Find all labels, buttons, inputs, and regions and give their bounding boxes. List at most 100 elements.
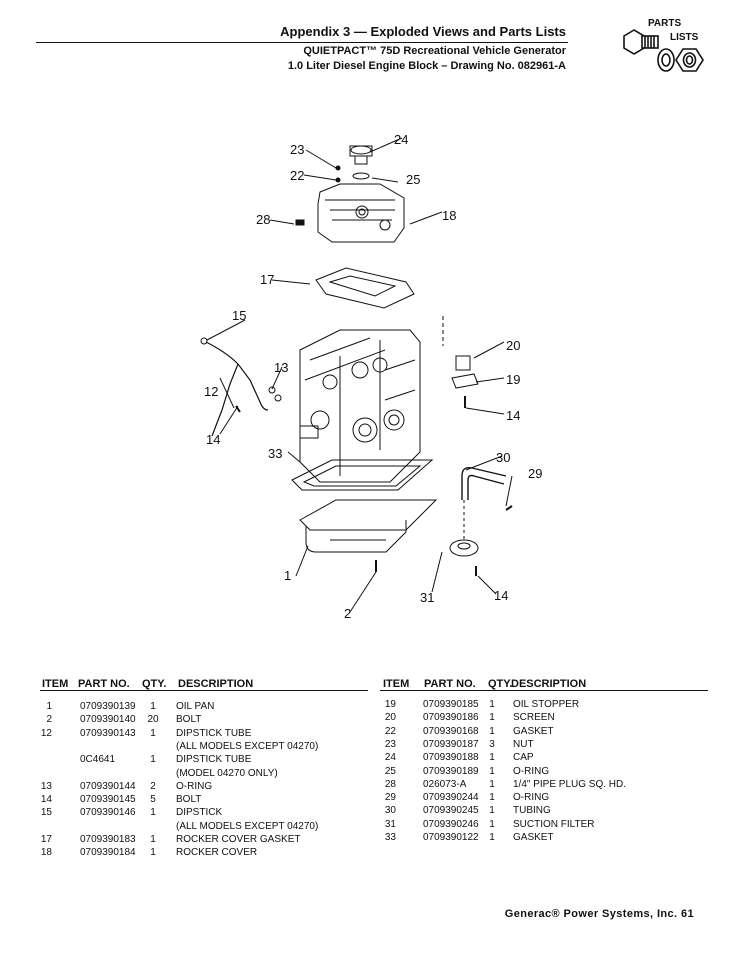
callout-1: 1: [284, 568, 292, 583]
item-number: 28: [384, 778, 396, 790]
table-rule-left: [40, 690, 368, 691]
quantity: 1: [150, 834, 156, 845]
item-number: 13: [40, 780, 52, 792]
part-number: 0709390168: [423, 725, 479, 737]
quantity: 1: [489, 818, 495, 830]
page-title: Appendix 3 — Exploded Views and Parts Li…: [280, 24, 566, 39]
callout-14-left: 14: [206, 432, 221, 447]
callout-23: 23: [290, 142, 305, 157]
callout-28: 28: [256, 212, 271, 227]
col-header-part: PART NO.: [78, 678, 130, 690]
part-number: 0709390188: [423, 752, 479, 764]
description: DIPSTICK: [176, 807, 223, 819]
col-header-desc: DESCRIPTION: [178, 678, 254, 690]
description: ROCKER COVER: [176, 847, 258, 859]
quantity: 5: [150, 794, 156, 806]
item-number: 20: [384, 712, 396, 724]
item-number: 19: [384, 699, 396, 710]
part-number: 0709390184: [80, 847, 136, 859]
callout-2: 2: [344, 606, 352, 621]
callout-17: 17: [260, 272, 275, 287]
item-number: 15: [40, 807, 52, 819]
part-number: 0709390146: [80, 807, 136, 819]
quantity: 1: [150, 701, 156, 712]
description: DIPSTICK TUBE: [176, 754, 252, 766]
callout-22: 22: [290, 168, 305, 183]
page-footer: Generac® Power Systems, Inc. 61: [504, 908, 694, 920]
item-number: 17: [40, 834, 52, 845]
quantity: 1: [489, 765, 495, 777]
description: (ALL MODELS EXCEPT 04270): [176, 740, 319, 752]
page-subtitle-model: QUIETPACT™ 75D Recreational Vehicle Gene…: [303, 45, 566, 57]
col-header-part: PART NO.: [424, 678, 476, 690]
part-number: 0709390143: [80, 727, 136, 739]
description: OIL PAN: [176, 701, 215, 712]
description: (MODEL 04270 ONLY): [176, 767, 278, 779]
table-rule-right: [380, 690, 708, 691]
quantity: 1: [489, 752, 495, 764]
description: O-RING: [513, 792, 550, 804]
item-number: 12: [40, 727, 52, 739]
col-header-item: ITEM: [383, 678, 410, 690]
part-number: 0709390246: [423, 818, 479, 830]
col-header-qty: QTY.: [142, 678, 167, 690]
quantity: 20: [147, 714, 159, 726]
page-subtitle-drawing: 1.0 Liter Diesel Engine Block – Drawing …: [287, 60, 566, 72]
item-number: 18: [40, 847, 52, 859]
part-number: 0709390245: [423, 805, 479, 817]
description: (ALL MODELS EXCEPT 04270): [176, 820, 319, 832]
item-number: 23: [384, 738, 396, 750]
callout-13: 13: [274, 360, 289, 375]
part-number: 0709390140: [80, 714, 136, 726]
quantity: 1: [489, 712, 495, 724]
description: OIL STOPPER: [513, 699, 580, 710]
callout-30: 30: [496, 450, 511, 465]
quantity: 1: [150, 754, 156, 766]
col-header-item: ITEM: [42, 678, 69, 690]
description: NUT: [513, 738, 534, 750]
item-number: 14: [40, 794, 52, 806]
item-number: 2: [46, 714, 52, 726]
part-number: 0C4641: [80, 754, 116, 766]
callout-29: 29: [528, 466, 543, 481]
callout-12: 12: [204, 384, 219, 399]
callout-15: 15: [232, 308, 247, 323]
quantity: 3: [489, 738, 495, 750]
callout-20: 20: [506, 338, 521, 353]
quantity: 1: [489, 699, 495, 710]
callout-31: 31: [420, 590, 435, 605]
item-number: 22: [384, 725, 396, 737]
part-number: 0709390185: [423, 699, 479, 710]
parts-lists-logo: PARTS LISTS: [620, 16, 710, 82]
quantity: 1: [489, 725, 495, 737]
callout-14-right: 14: [506, 408, 521, 423]
part-number: 026073-A: [423, 778, 467, 790]
description: GASKET: [513, 725, 554, 737]
part-number: 0709390186: [423, 712, 479, 724]
description: BOLT: [176, 714, 202, 726]
item-number: 1: [46, 701, 52, 712]
callout-14-bottom: 14: [494, 588, 509, 603]
description: CAP: [513, 752, 534, 764]
col-header-qty: QTY.: [488, 678, 513, 690]
callout-19: 19: [506, 372, 521, 387]
part-number: 0709390183: [80, 834, 136, 845]
item-number: 25: [384, 765, 396, 777]
part-number: 0709390244: [423, 792, 479, 804]
quantity: 1: [489, 805, 495, 817]
part-number: 0709390122: [423, 832, 479, 843]
quantity: 1: [489, 792, 495, 804]
engine-block-drawing: [200, 137, 513, 613]
quantity: 1: [489, 832, 495, 843]
logo-word-parts: PARTS: [648, 18, 682, 29]
part-number: 0709390145: [80, 794, 136, 806]
item-number: 31: [384, 818, 396, 830]
col-header-desc: DESCRIPTION: [511, 678, 587, 690]
quantity: 1: [489, 778, 495, 790]
callout-25: 25: [406, 172, 421, 187]
part-number: 0709390139: [80, 701, 136, 712]
header-rule: [36, 42, 568, 43]
callout-33: 33: [268, 446, 283, 461]
description: O-RING: [176, 780, 213, 792]
callout-24: 24: [394, 132, 409, 147]
